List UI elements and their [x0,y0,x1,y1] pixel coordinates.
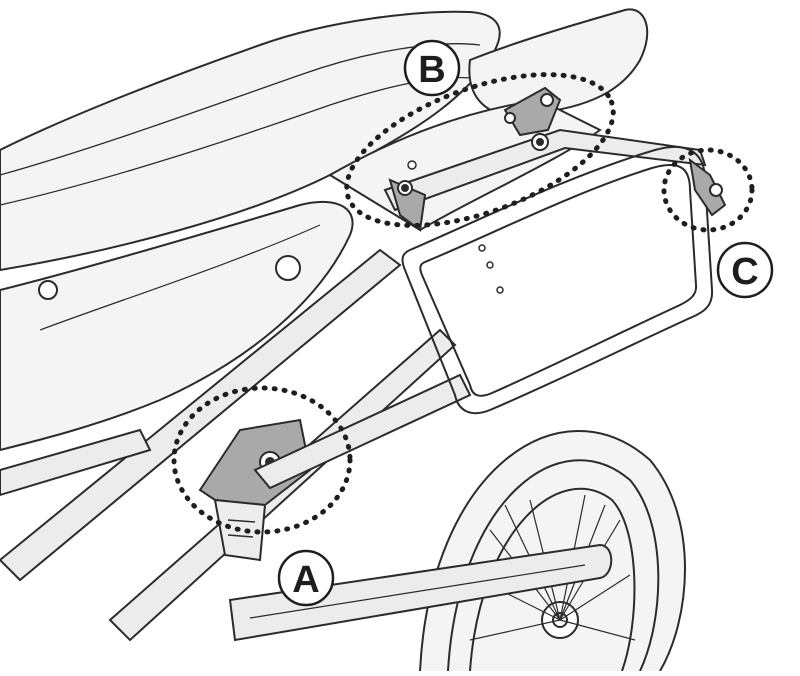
side-panel [0,200,354,452]
callout-C: C [716,241,774,299]
callout-B: B [403,39,461,97]
tail-holes [407,160,504,294]
upper-rail [383,86,707,232]
callout-C-label: C [731,251,758,293]
rear-wheel [419,430,686,672]
highlight-B [344,72,616,228]
callout-A-label: A [292,559,319,601]
swingarm [228,543,613,642]
callout-B-label: B [418,49,445,91]
rack-arm [253,373,472,490]
rear-bracket [688,157,727,217]
highlight-areas [171,72,755,535]
highlight-C [661,147,755,233]
highlight-A [171,385,353,535]
callout-A: A [277,549,335,607]
pannier-frame [401,145,714,415]
